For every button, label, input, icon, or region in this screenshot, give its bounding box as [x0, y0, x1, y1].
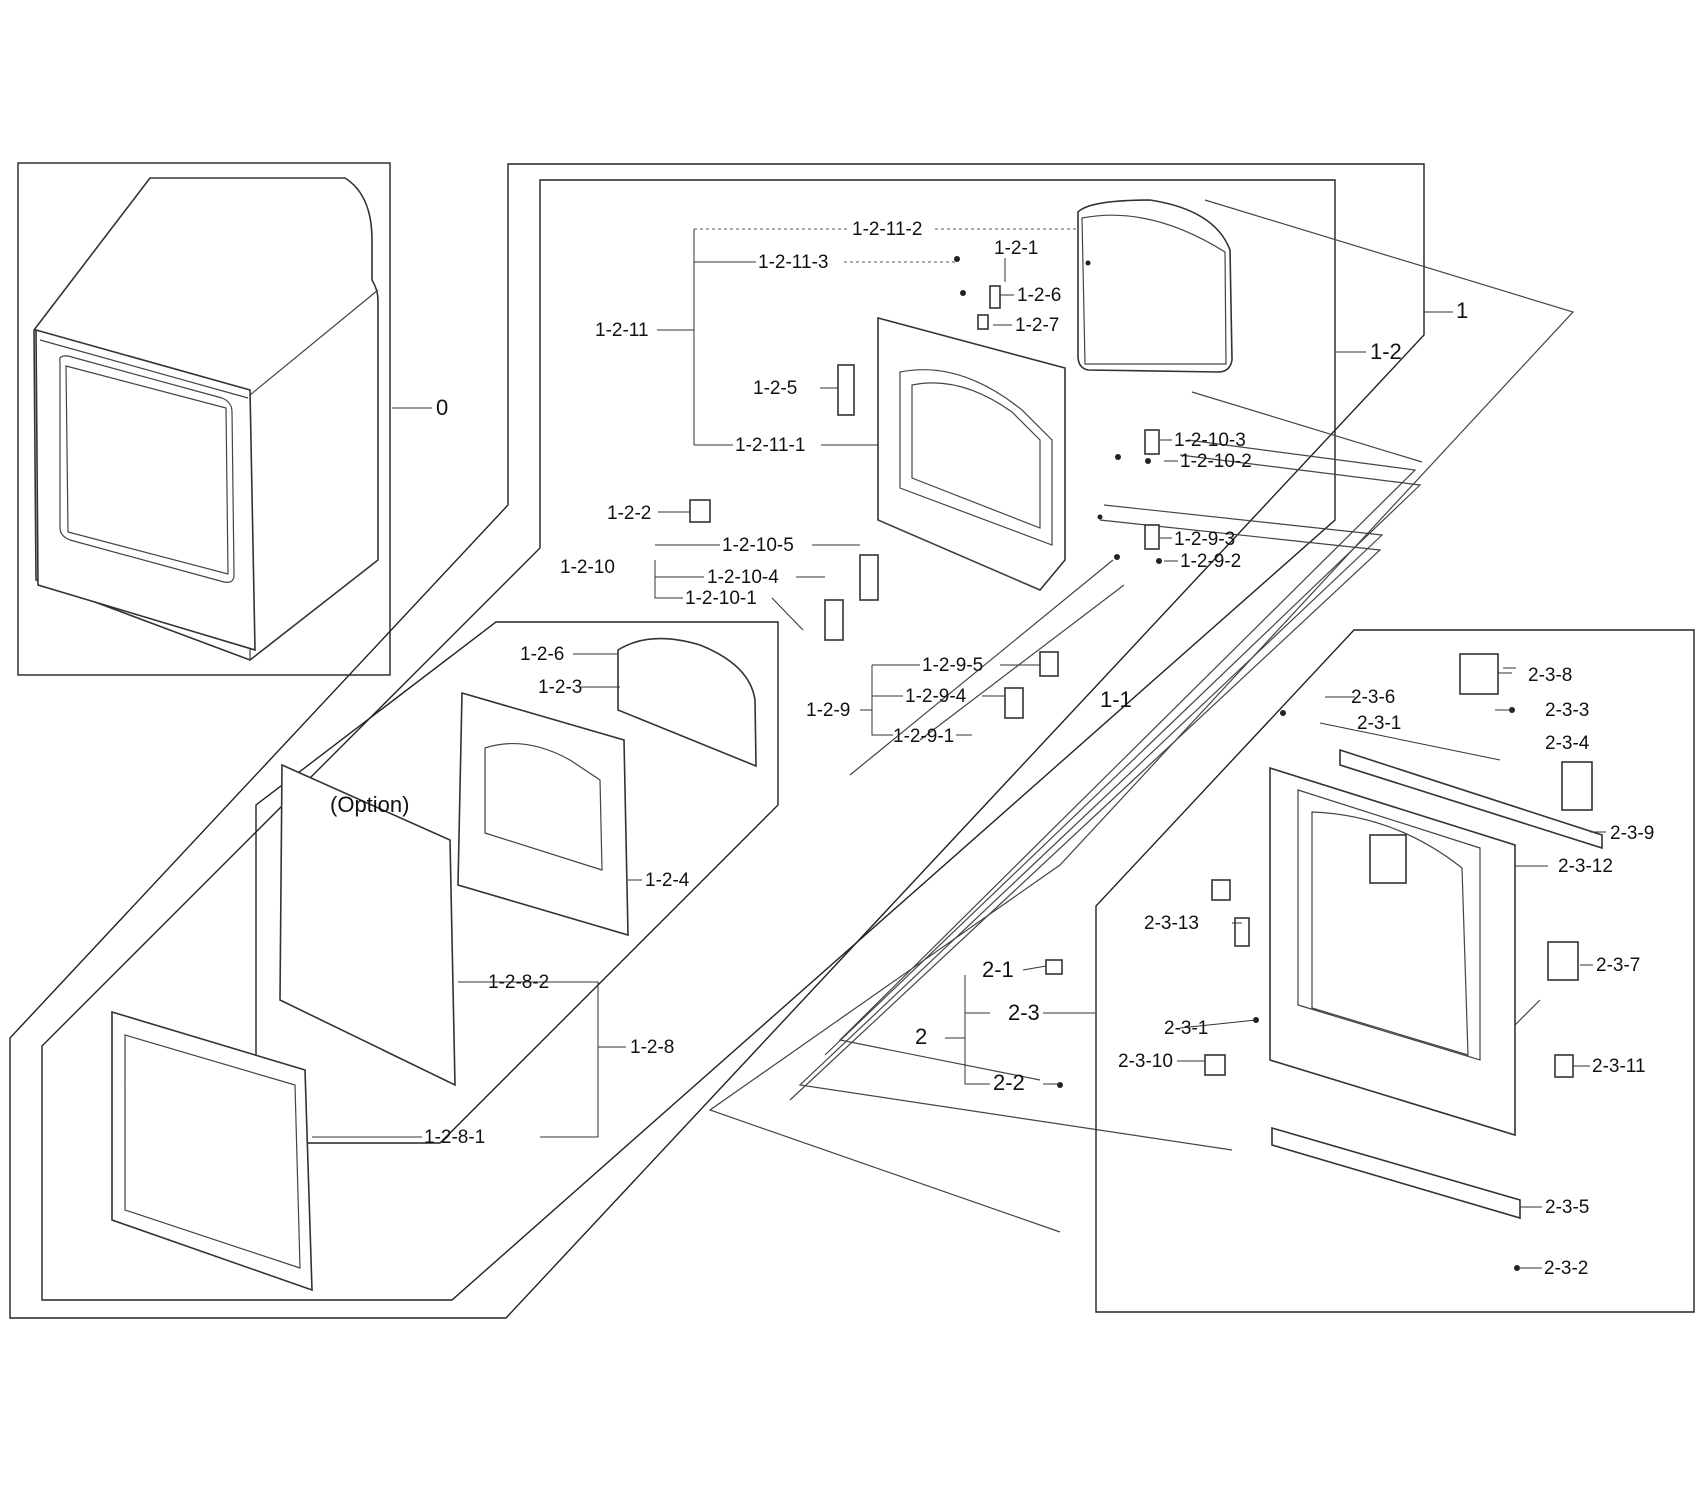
part-label-2-3-11: 2-3-11	[1592, 1056, 1646, 1077]
inner-door-1-2-11-1	[877, 316, 1066, 591]
part-label-1-2-9-2: 1-2-9-2	[1180, 551, 1241, 572]
part-label-2-3-12: 2-3-12	[1558, 856, 1613, 877]
part-label-1-2-7: 1-2-7	[1015, 315, 1059, 336]
part-label-2-3-8: 2-3-8	[1528, 665, 1572, 686]
leader-lines	[312, 228, 1606, 1269]
part-label-1-2-10-1: 1-2-10-1	[685, 588, 757, 609]
part-label-1-1: 1-1	[1100, 687, 1132, 712]
part-label-1-2-8-1: 1-2-8-1	[424, 1127, 485, 1148]
part-label-1-2-9-1: 1-2-9-1	[893, 726, 954, 747]
part-label-2-3-1: 2-3-1	[1164, 1018, 1208, 1039]
assembly-0-frame	[17, 162, 391, 676]
part-label-2-3-9: 2-3-9	[1610, 823, 1654, 844]
part-label-1-2-11-1: 1-2-11-1	[735, 435, 805, 456]
part-label-1-2-9-5: 1-2-9-5	[922, 655, 983, 676]
part-label-1-2-9: 1-2-9	[806, 700, 850, 721]
part-label-1-2-1: 1-2-1	[994, 238, 1038, 259]
part-label-1-2-9-4: 1-2-9-4	[905, 686, 967, 707]
part-label-1-2-10-2: 1-2-10-2	[1180, 451, 1252, 472]
part-label-0: 0	[436, 395, 448, 420]
part-label-2-3-2: 2-3-2	[1544, 1258, 1588, 1279]
part-label-1-2-11: 1-2-11	[595, 320, 649, 341]
part-label-2-3-1: 2-3-1	[1357, 713, 1401, 734]
part-label-1-2-8-2: 1-2-8-2	[488, 972, 549, 993]
part-label-2-3-3: 2-3-3	[1545, 700, 1589, 721]
part-label-2-1: 2-1	[982, 957, 1014, 982]
part-label-2-3-7: 2-3-7	[1596, 955, 1640, 976]
part-label-2-3-13: 2-3-13	[1144, 913, 1199, 934]
assembly-1-2-8-frame	[255, 621, 779, 1144]
outer-door-2	[1045, 653, 1603, 1271]
part-label-1-2-9-3: 1-2-9-3	[1174, 529, 1235, 550]
part-label-2-2: 2-2	[993, 1070, 1025, 1095]
part-label-1-2-4: 1-2-4	[645, 870, 690, 891]
part-label-1-2-10: 1-2-10	[560, 557, 615, 578]
part-label-1-2-11-3: 1-2-11-3	[758, 252, 828, 273]
explode-guide-bands	[708, 199, 1575, 1233]
part-label-1-2-11-2: 1-2-11-2	[852, 219, 922, 240]
part-label-1-2-3: 1-2-3	[538, 677, 582, 698]
part-label-1-2-10-5: 1-2-10-5	[722, 535, 794, 556]
part-label-1-2-5: 1-2-5	[753, 378, 797, 399]
part-label-2-3-6: 2-3-6	[1351, 687, 1395, 708]
part-label-1: 1	[1456, 298, 1468, 323]
part-label-2-3-4: 2-3-4	[1545, 733, 1590, 754]
part-label-1-2-10-3: 1-2-10-3	[1174, 430, 1246, 451]
option-parts	[111, 637, 757, 1292]
assembly-1-frame	[9, 163, 1425, 1319]
part-label-1-2-2: 1-2-2	[607, 503, 651, 524]
assembly-2-frame	[1095, 629, 1695, 1313]
part-label-2-3-10: 2-3-10	[1118, 1051, 1173, 1072]
part-labels: 0 1 1-1 1-2 1-2-1 1-2-2 1-2-4 1-2-5 1-2-6 1-2-7 1-…	[330, 219, 1654, 1279]
part-label-1-2-6: 1-2-6	[1017, 285, 1061, 306]
part-label-1-2-6: 1-2-6	[520, 644, 564, 665]
part-label-1-2-10-4: 1-2-10-4	[707, 567, 779, 588]
part-label-2: 2	[915, 1024, 927, 1049]
gasket-1-2-11-2	[1077, 199, 1233, 373]
option-note: (Option)	[330, 792, 409, 817]
hardware-parts	[689, 256, 1162, 719]
part-label-1-2: 1-2	[1370, 339, 1402, 364]
part-label-2-3: 2-3	[1008, 1000, 1040, 1025]
part-label-1-2-8: 1-2-8	[630, 1037, 674, 1058]
part-label-2-3-5: 2-3-5	[1545, 1197, 1589, 1218]
